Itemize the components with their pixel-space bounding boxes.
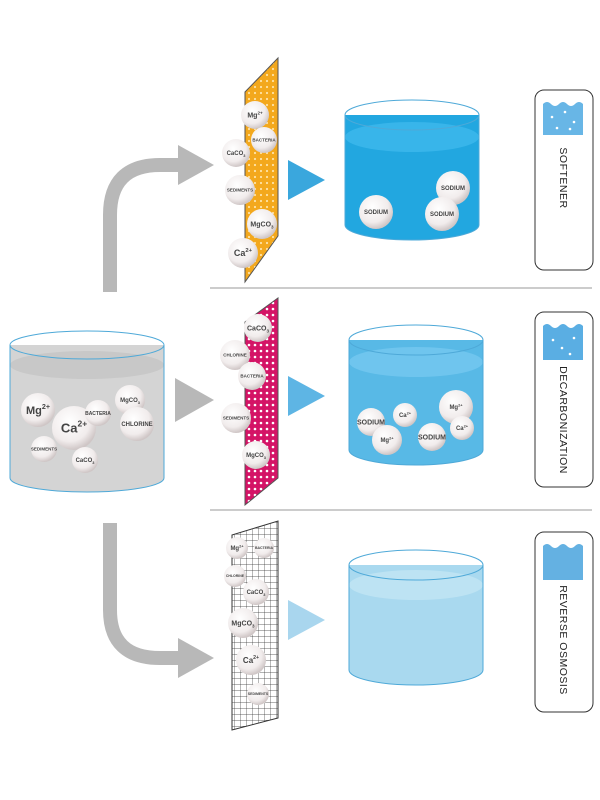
reverse-osmosis-water-icon [543, 544, 583, 580]
decarbonization-card: DECARBONIZATION [534, 311, 594, 488]
source-particle-ca: Ca2+ [52, 406, 96, 450]
svg-text:SEDIMENTS: SEDIMENTS [31, 447, 57, 452]
svg-text:BACTERIA: BACTERIA [85, 411, 111, 417]
decarbonization-filter-particle: CaCO3 [244, 314, 272, 342]
flow-arrowhead-middle [175, 378, 214, 422]
decarbonization-label: DECARBONIZATION [557, 366, 569, 474]
svg-text:SODIUM: SODIUM [430, 212, 454, 218]
decarbonization-filter-particle: SEDIMENTS [221, 403, 251, 433]
svg-text:Mg2+: Mg2+ [230, 543, 244, 552]
svg-text:BACTERIA: BACTERIA [255, 546, 274, 550]
softener-card: SOFTENER [534, 89, 594, 271]
svg-text:SEDIMENTS: SEDIMENTS [227, 188, 253, 193]
svg-text:Ca2+: Ca2+ [456, 423, 469, 432]
softener-filter-particle: MgCO3 [247, 209, 277, 239]
svg-text:Mg2+: Mg2+ [247, 110, 263, 119]
svg-text:CHLORINE: CHLORINE [121, 422, 152, 428]
svg-text:BACTERIA: BACTERIA [240, 374, 264, 379]
decarbonization-output-particle: Mg2+ [439, 390, 473, 424]
decarbonization-output-particle: Ca2+ [393, 403, 417, 427]
source-particle-caco3: CaCO3 [72, 447, 98, 473]
decarbonization-filter-particle: CHLORINE [220, 340, 250, 370]
softener-filter-particle: SEDIMENTS [225, 175, 255, 205]
svg-text:Mg2+: Mg2+ [449, 402, 463, 411]
source-particle-sediments: SEDIMENTS [31, 436, 57, 462]
softener-filter-particle: BACTERIA [251, 127, 277, 153]
softener-filter-particle: Ca2+ [228, 238, 258, 268]
output-arrow-decarbonization [288, 376, 325, 416]
svg-text:Mg2+: Mg2+ [380, 435, 394, 444]
svg-text:CHLORINE: CHLORINE [223, 353, 247, 358]
svg-text:MgCO3: MgCO3 [250, 221, 274, 229]
svg-text:SEDIMENTS: SEDIMENTS [223, 416, 249, 421]
svg-text:Ca2+: Ca2+ [399, 410, 412, 419]
softener-output-particle: SODIUM [359, 195, 393, 229]
reverse-osmosis-filter-particle: CHLORINE [224, 565, 246, 587]
svg-text:CaCO3: CaCO3 [76, 458, 96, 465]
svg-text:SODIUM: SODIUM [418, 434, 446, 441]
svg-text:SODIUM: SODIUM [364, 210, 388, 216]
svg-text:CaCO3: CaCO3 [247, 325, 269, 333]
svg-text:SEDIMENTS: SEDIMENTS [248, 692, 269, 696]
reverse-osmosis-filter-particle: Mg2+ [226, 537, 248, 559]
svg-text:Ca2+: Ca2+ [243, 655, 259, 665]
decarbonization-filter-particle: BACTERIA [238, 362, 266, 390]
source-particle-bacteria: BACTERIA [85, 400, 111, 426]
decarbonization-filter-particle: MgCO3 [242, 441, 270, 469]
decarbonization-water-icon [543, 324, 583, 360]
flow-arrow-up [103, 158, 182, 292]
svg-text:MgCO3: MgCO3 [231, 620, 255, 628]
svg-text:MgCO3: MgCO3 [120, 398, 141, 405]
svg-text:CaCO3: CaCO3 [227, 151, 247, 158]
svg-text:Ca2+: Ca2+ [61, 419, 87, 436]
reverse-osmosis-filter-particle: Ca2+ [236, 645, 266, 675]
softener-output-particle: SODIUM [436, 171, 470, 205]
svg-text:SODIUM: SODIUM [357, 419, 385, 426]
softener-label: SOFTENER [557, 147, 569, 208]
flow-arrowhead-down [178, 638, 214, 678]
softener-filter-particle: CaCO3 [222, 139, 250, 167]
source-particle-mg: Mg2+ [21, 393, 55, 427]
svg-text:SODIUM: SODIUM [441, 186, 465, 192]
flow-arrowhead-up [178, 145, 214, 185]
reverse-osmosis-label: REVERSE OSMOSIS [557, 585, 569, 695]
softener-water-icon [543, 102, 583, 135]
reverse-osmosis-tank [348, 549, 484, 686]
svg-text:MgCO3: MgCO3 [246, 453, 267, 460]
flow-arrow-down [103, 523, 182, 665]
softener-filter-particle: Mg2+ [241, 101, 269, 129]
svg-text:Mg2+: Mg2+ [26, 403, 50, 417]
reverse-osmosis-filter-particle: MgCO3 [228, 608, 258, 638]
reverse-osmosis-filter-particle: SEDIMENTS [247, 683, 269, 705]
svg-text:CaCO3: CaCO3 [247, 590, 267, 597]
svg-text:Ca2+: Ca2+ [234, 248, 253, 258]
reverse-osmosis-filter-particle: CaCO3 [243, 579, 269, 605]
output-arrow-softener [288, 160, 325, 200]
softener-output-particle: SODIUM [425, 197, 459, 231]
decarbonization-output-particle: Ca2+ [450, 416, 474, 440]
decarbonization-output-particle: Mg2+ [372, 425, 402, 455]
reverse-osmosis-filter-particle: BACTERIA [254, 538, 274, 558]
source-particle-chlorine: CHLORINE [120, 407, 154, 441]
svg-text:CHLORINE: CHLORINE [226, 574, 245, 578]
svg-text:BACTERIA: BACTERIA [252, 138, 276, 143]
output-arrow-osmosis [288, 600, 325, 640]
reverse-osmosis-card: REVERSE OSMOSIS [534, 531, 594, 713]
decarbonization-output-particle: SODIUM [418, 423, 446, 451]
